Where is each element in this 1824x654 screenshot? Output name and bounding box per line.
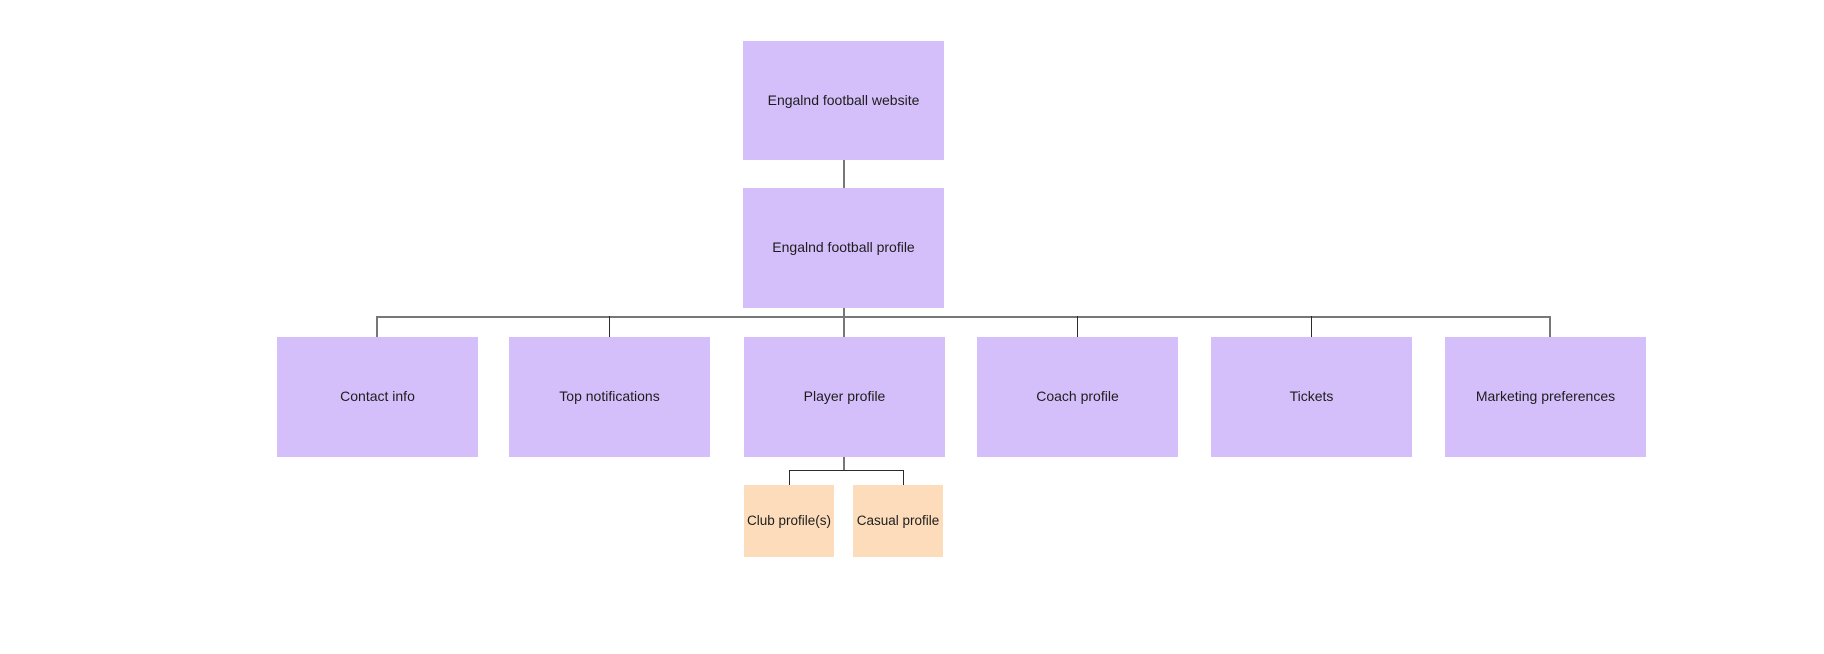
- node-player-profile[interactable]: Player profile: [744, 337, 945, 457]
- connector-stub-coach-profile: [1077, 316, 1078, 337]
- connector-stub-top-notifications: [609, 316, 610, 337]
- node-casual-profile[interactable]: Casual profile: [853, 485, 943, 557]
- connector-player-profile-bus: [789, 470, 904, 471]
- node-coach-profile[interactable]: Coach profile: [977, 337, 1178, 457]
- connector-root-to-profile: [843, 160, 845, 188]
- node-contact-info[interactable]: Contact info: [277, 337, 478, 457]
- connector-stub-club-profiles: [789, 470, 790, 485]
- node-label: Player profile: [803, 388, 886, 405]
- node-top-notifications[interactable]: Top notifications: [509, 337, 710, 457]
- node-club-profiles[interactable]: Club profile(s): [744, 485, 834, 557]
- node-label: Club profile(s): [746, 512, 832, 528]
- node-label: Tickets: [1289, 388, 1334, 405]
- connector-profile-drop: [843, 308, 845, 318]
- node-label: Coach profile: [1036, 388, 1119, 405]
- connector-stub-contact-info: [376, 316, 378, 337]
- connector-stub-marketing-preferences: [1549, 316, 1551, 337]
- node-marketing-preferences[interactable]: Marketing preferences: [1445, 337, 1646, 457]
- node-label: Engalnd football profile: [772, 239, 915, 256]
- node-label: Engalnd football website: [767, 91, 920, 108]
- node-tickets[interactable]: Tickets: [1211, 337, 1412, 457]
- node-label: Casual profile: [856, 512, 940, 528]
- connector-horizontal-bus: [376, 316, 1551, 318]
- connector-stub-casual-profile: [903, 470, 904, 485]
- connector-player-profile-drop: [843, 457, 845, 471]
- connector-stub-player-profile: [843, 316, 845, 337]
- node-label: Top notifications: [559, 388, 660, 405]
- node-england-football-profile[interactable]: Engalnd football profile: [743, 188, 944, 308]
- node-label: Contact info: [340, 388, 415, 405]
- node-england-football-website[interactable]: Engalnd football website: [743, 41, 944, 160]
- node-label: Marketing preferences: [1475, 388, 1616, 405]
- connector-stub-tickets: [1311, 316, 1312, 337]
